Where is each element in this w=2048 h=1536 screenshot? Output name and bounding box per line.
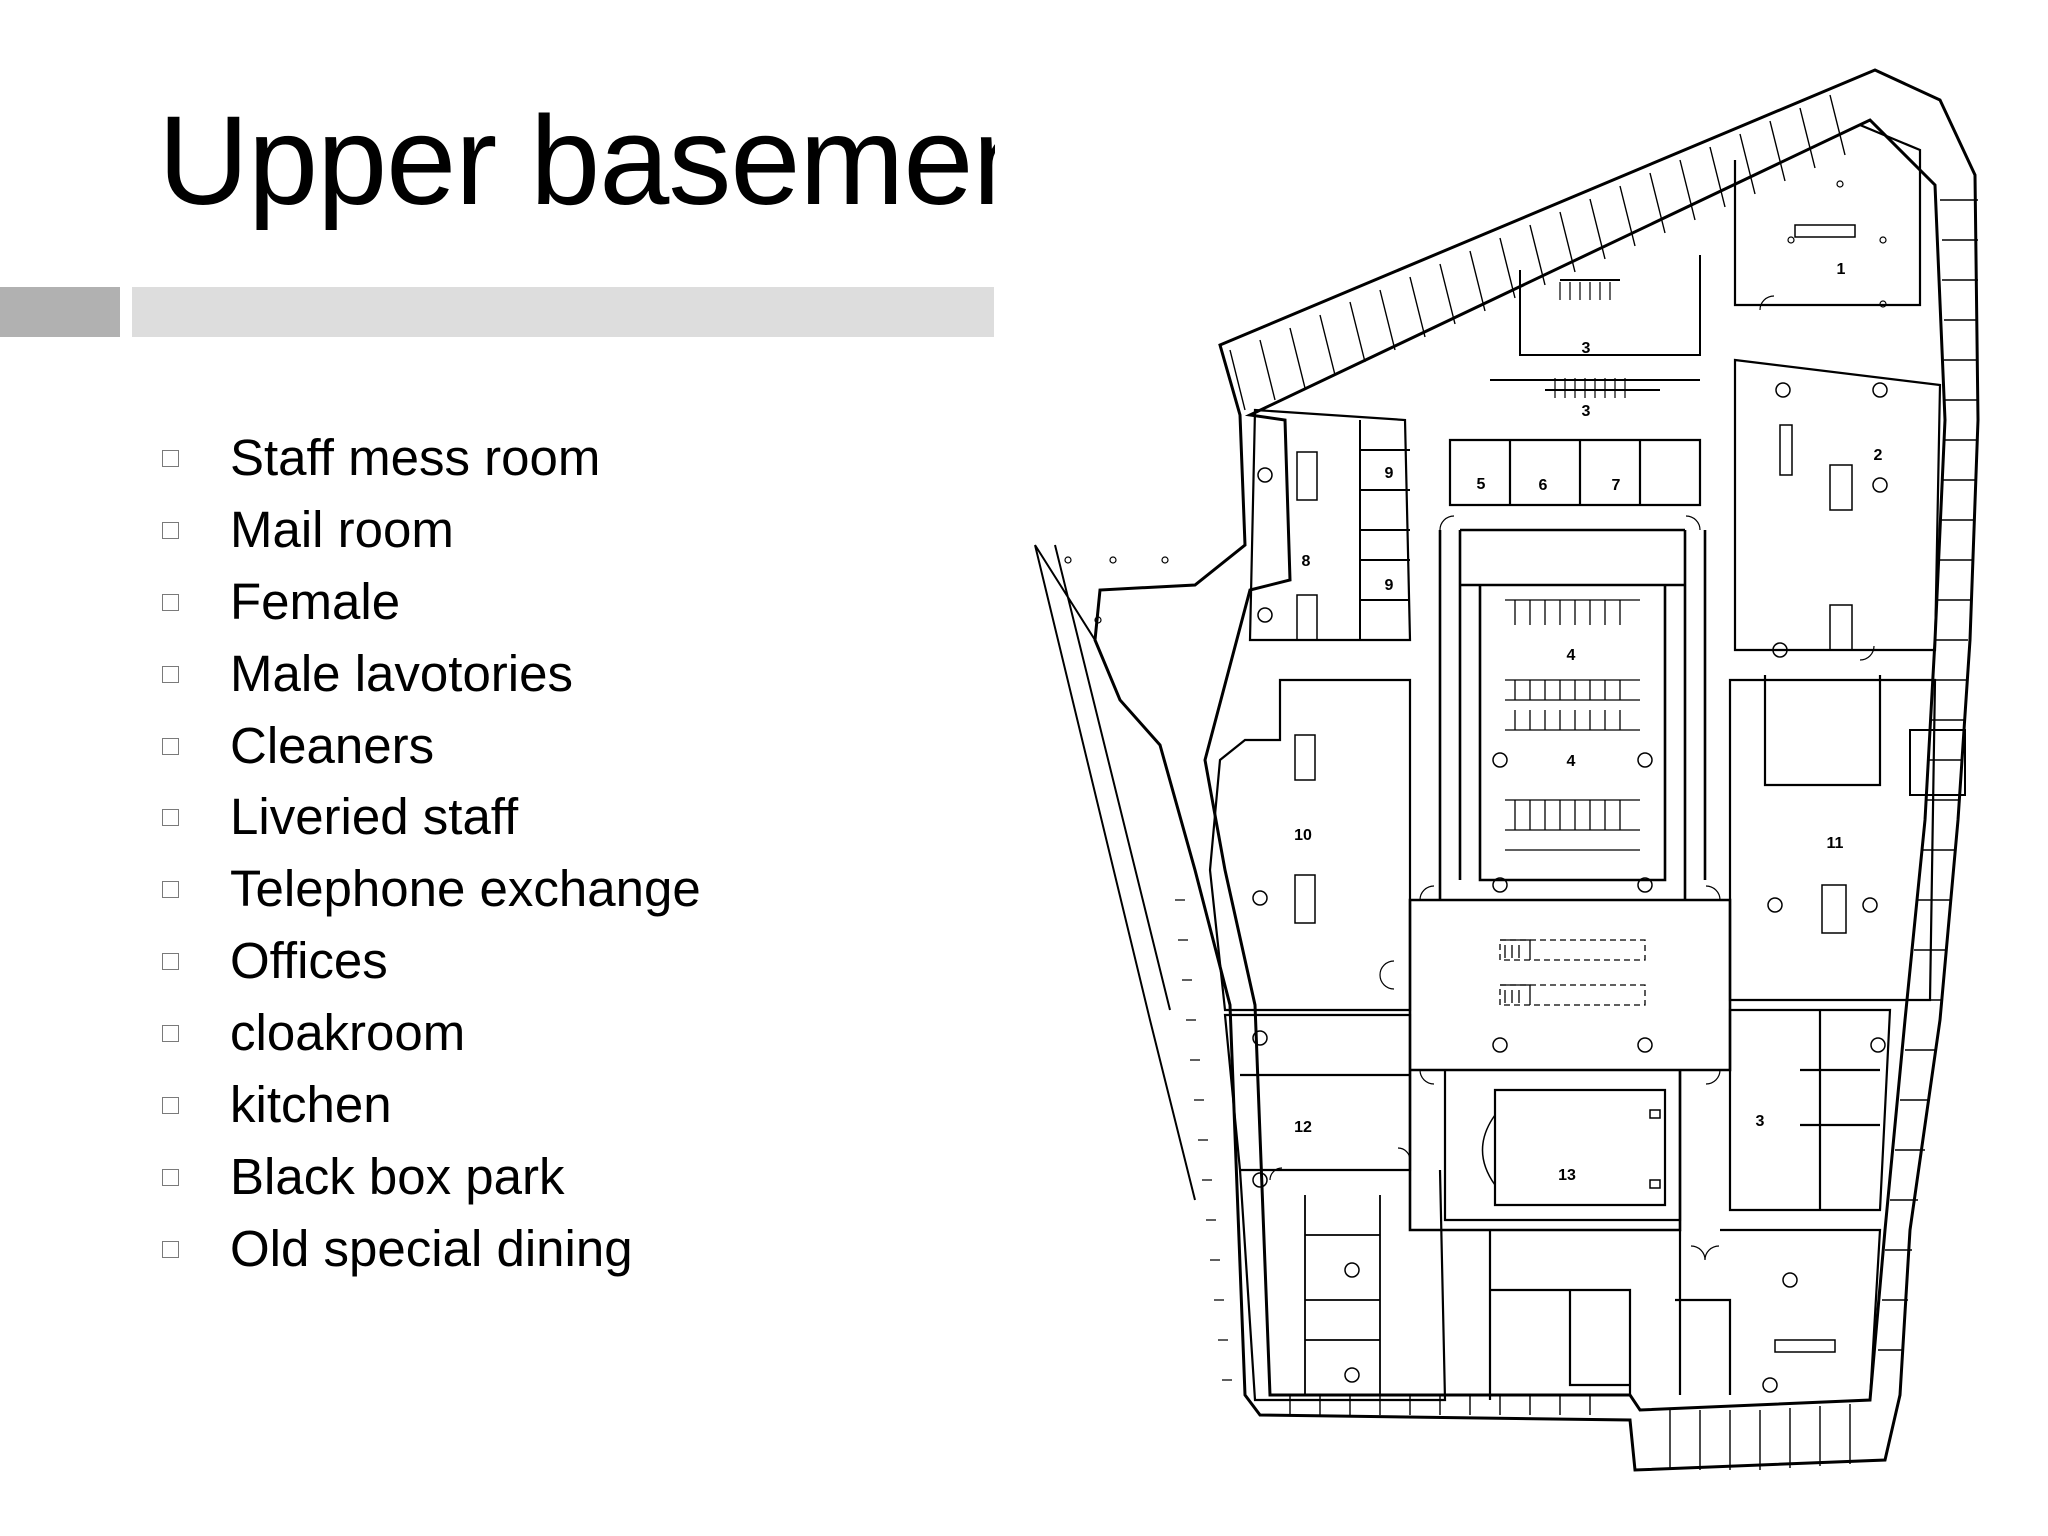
room-10-walls — [1208, 678, 1412, 1012]
slide-title: Upper basement — [158, 90, 995, 231]
structural-columns — [1252, 382, 1888, 1393]
bullet-text: Offices — [230, 932, 388, 990]
room-2-walls — [1733, 358, 1942, 652]
bullet-text: Old special dining — [230, 1219, 633, 1277]
room-label: 8 — [1302, 553, 1311, 570]
square-bullet-icon — [162, 593, 179, 611]
floor-plan-svg: 1 2 3 3 3 4 4 5 6 7 8 9 9 10 11 12 13 — [1034, 68, 1980, 1472]
square-bullet-icon — [162, 1240, 179, 1258]
bullet-text: Liveried staff — [230, 788, 519, 846]
room-10-desk-a — [1294, 734, 1316, 781]
room-4-seating — [1505, 599, 1640, 851]
room-2-desk-c — [1829, 604, 1853, 651]
room-label: 10 — [1294, 827, 1312, 844]
bullet-text: Cleaners — [230, 716, 435, 774]
room-label: 4 — [1567, 753, 1576, 770]
room-label: 9 — [1385, 577, 1394, 594]
outer-wall-outline — [1093, 68, 1980, 1472]
lower-left-subrooms — [1304, 1195, 1381, 1395]
central-stairs — [1499, 939, 1646, 1006]
west-wing-ticks — [1175, 899, 1232, 1381]
bullet-text: Female — [230, 572, 401, 630]
room-label: 9 — [1385, 465, 1394, 482]
room-1-counter — [1794, 224, 1856, 238]
bullet-text: Mail room — [230, 500, 454, 558]
room-label: 3 — [1756, 1113, 1765, 1130]
bullet-text: Staff mess room — [230, 429, 601, 486]
room-label: 5 — [1477, 476, 1486, 493]
room-label: 11 — [1827, 835, 1844, 852]
room-8-walls — [1248, 408, 1412, 642]
square-bullet-icon — [162, 1168, 179, 1186]
title-accent-bar-dark — [0, 287, 120, 337]
corridor-walls — [1408, 528, 1732, 1232]
square-bullet-icon — [162, 737, 179, 755]
square-bullet-icon — [162, 665, 179, 683]
room-label: 4 — [1567, 647, 1576, 664]
room-1-walls — [1733, 123, 1922, 307]
room-number-labels: 1 2 3 3 3 4 4 5 6 7 8 9 9 10 11 12 13 — [1294, 261, 1882, 1184]
room-12-walls — [1223, 1013, 1447, 1402]
title-accent-bar-light — [132, 287, 994, 337]
floor-plan-drawing: 1 2 3 3 3 4 4 5 6 7 8 9 9 10 11 12 13 — [1020, 40, 2030, 1530]
room-label: 12 — [1294, 1119, 1312, 1136]
room-11-walls — [1728, 675, 1937, 1002]
small-markers — [1064, 180, 1887, 624]
room-label: 3 — [1582, 403, 1591, 420]
room-label: 7 — [1612, 477, 1621, 494]
title-area: Upper basement — [0, 90, 995, 260]
square-bullet-icon — [162, 521, 179, 539]
room-13-walls — [1443, 1070, 1682, 1222]
bottom-perimeter-bays — [1289, 1395, 1851, 1470]
room-2-desk-a — [1779, 424, 1793, 476]
lower-central-block — [1488, 1228, 1882, 1401]
room-label: 13 — [1558, 1167, 1576, 1184]
lower-right-bench — [1774, 1339, 1836, 1353]
bullet-text: Telephone exchange — [230, 860, 701, 918]
square-bullet-icon — [162, 1097, 179, 1115]
square-bullet-icon — [162, 450, 179, 467]
bullet-text: kitchen — [230, 1076, 392, 1134]
room-10-desk-b — [1294, 874, 1316, 924]
room-11-desk — [1821, 884, 1847, 934]
room-label: 6 — [1539, 477, 1548, 494]
room-3-lower-walls — [1728, 1008, 1892, 1212]
square-bullet-icon — [162, 881, 179, 899]
room-9-cubicles — [1359, 420, 1410, 640]
room-8-desk-b — [1296, 594, 1318, 641]
room-label: 1 — [1837, 261, 1846, 278]
west-wing-wall — [1034, 544, 1196, 1201]
square-bullet-icon — [162, 953, 179, 971]
perimeter-bays — [1229, 94, 1846, 411]
room-3-stair-lines — [1554, 282, 1626, 398]
bullet-text: Black box park — [230, 1147, 565, 1205]
room-13-alcove — [1481, 1109, 1661, 1189]
rooms-5-6-7-walls — [1448, 438, 1702, 507]
room-3-upper-walls — [1490, 255, 1701, 391]
room-11-lift — [1909, 729, 1966, 796]
room-2-desk-b — [1829, 464, 1853, 511]
room-label: 2 — [1874, 447, 1883, 464]
room-label: 3 — [1582, 340, 1591, 357]
room-8-desk-a — [1296, 451, 1318, 501]
square-bullet-icon — [162, 809, 179, 827]
bullet-text: Male lavotories — [230, 644, 573, 702]
square-bullet-icon — [162, 1025, 179, 1043]
bullet-text: cloakroom — [230, 1004, 466, 1062]
door-swings — [1269, 295, 1875, 1261]
